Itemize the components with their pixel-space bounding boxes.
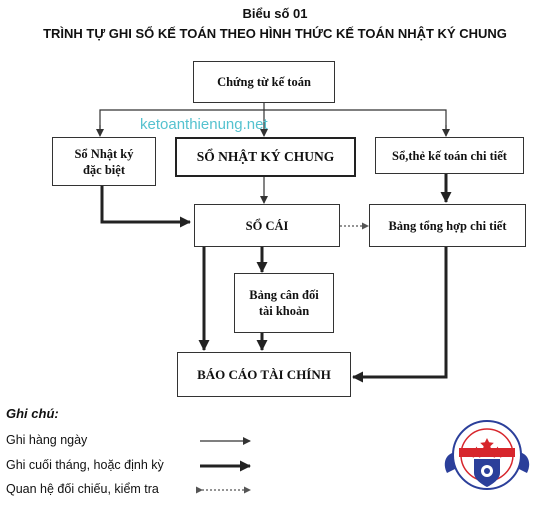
diagram-title: TRÌNH TỰ GHI SỔ KẾ TOÁN THEO HÌNH THỨC K… — [43, 26, 507, 41]
node-chung-tu: Chứng từ kế toán — [193, 61, 335, 103]
legend-daily-label: Ghi hàng ngày — [6, 433, 88, 447]
node-so-cai: SỔ CÁI — [194, 204, 340, 247]
node-bao-cao: BÁO CÁO TÀI CHÍNH — [177, 352, 351, 397]
node-so-the-chi-tiet: Sổ,thẻ kế toán chi tiết — [375, 137, 524, 174]
node-nhat-ky-dac-biet-line2: đặc biệt — [82, 162, 125, 177]
legend-periodic-label: Ghi cuối tháng, hoặc định kỳ — [6, 458, 164, 472]
figure-label: Biểu số 01 — [242, 6, 308, 21]
node-bang-tong-hop: Bảng tổng hợp chi tiết — [369, 204, 526, 247]
legend-title: Ghi chú: — [6, 406, 59, 421]
node-nhat-ky-dac-biet: Sổ Nhật ký đặc biệt — [52, 137, 156, 186]
node-nhat-ky-dac-biet-line1: Sổ Nhật ký — [74, 146, 134, 161]
node-bang-can-doi-line1: Bảng cân đối — [249, 288, 319, 302]
arrow-chungtu-branch — [99, 109, 447, 134]
node-bang-can-doi-line2: tài khoản — [258, 304, 310, 318]
node-bang-can-doi: Bảng cân đối tài khoản — [234, 273, 334, 333]
node-nhat-ky-chung: SỔ NHẬT KÝ CHUNG — [175, 137, 356, 177]
arrow-tonghop-baocao — [352, 247, 448, 383]
watermark: ketoanthienung.net — [140, 116, 268, 133]
legend-reconcile-label: Quan hệ đối chiếu, kiểm tra — [6, 482, 159, 496]
arrow-nkdb-socai — [100, 186, 191, 228]
